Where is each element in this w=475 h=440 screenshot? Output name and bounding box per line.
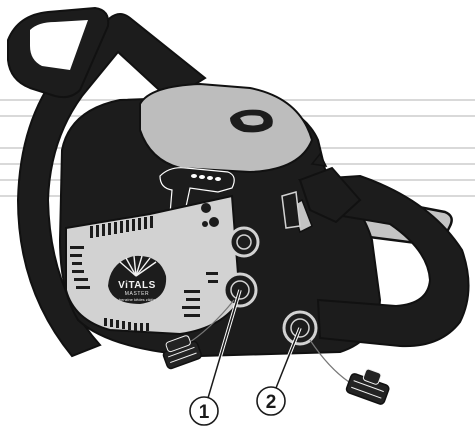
- callout-1-label: 1: [199, 402, 210, 423]
- brand-tagline: benzine kēdes zāģis: [119, 297, 155, 302]
- oil-cap-icon: [345, 364, 393, 405]
- top-cover: [140, 84, 312, 172]
- brand-name: ViTALS: [118, 280, 156, 291]
- callout-2-label: 2: [266, 392, 277, 413]
